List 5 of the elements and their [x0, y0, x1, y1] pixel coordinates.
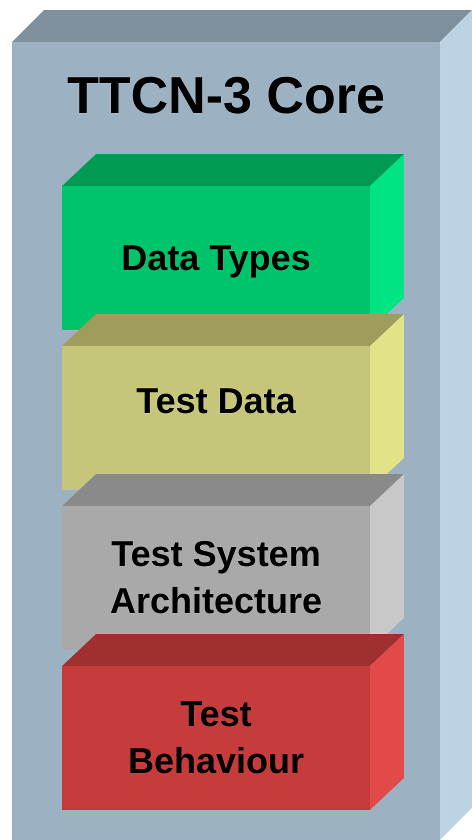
layer-label: Test System Architecture [108, 532, 324, 623]
title-text: TTCN-3 Core [67, 66, 385, 128]
layer-label: Data Types [121, 236, 311, 280]
layer-label: Test Behaviour [126, 692, 306, 783]
layer-label: Test Data [136, 378, 296, 423]
